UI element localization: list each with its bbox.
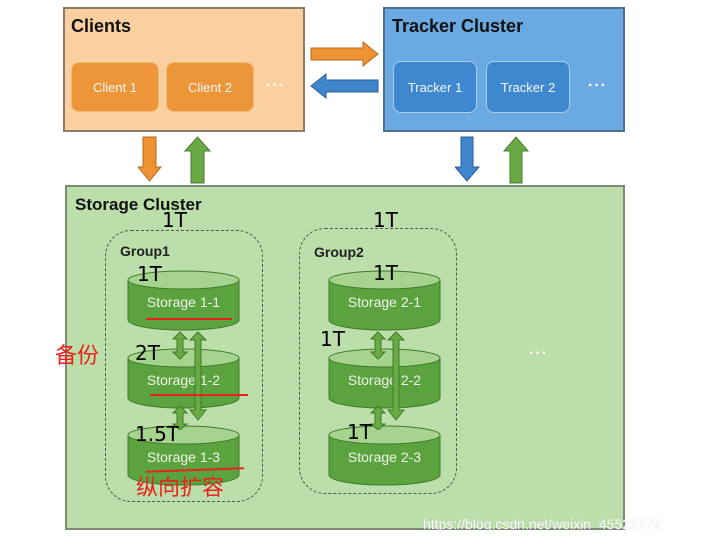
- storage-label: Storage 2-1: [347, 294, 422, 310]
- cylinder-icon: [328, 425, 441, 486]
- storage-1-2-capacity: 2T: [135, 341, 160, 365]
- storage-2-1: Storage 2-1: [328, 270, 441, 332]
- backup-annotation: 备份: [55, 344, 100, 369]
- arrow-tracker-to-clients: [310, 72, 379, 100]
- clients-storage-arrows: [138, 136, 212, 184]
- client-node-2: Client 2: [166, 62, 254, 112]
- underline-storage-1-1: [146, 318, 232, 320]
- tracker-storage-arrows: [455, 136, 530, 184]
- tracker-cluster-title: Tracker Cluster: [392, 16, 524, 36]
- client-node-1: Client 1: [71, 62, 159, 112]
- group-2-label: Group2: [314, 244, 364, 260]
- storage-2-1-capacity: 1T: [373, 261, 398, 285]
- storage-2-3: Storage 2-3: [328, 425, 441, 487]
- double-arrow-1-1-to-1-3: [188, 331, 208, 421]
- double-arrow-1-2-to-1-3: [171, 405, 189, 430]
- storage-2-2-capacity: 1T: [320, 327, 345, 351]
- double-arrow-2-2-to-2-3: [369, 405, 387, 430]
- group-2-sync-arrows: [369, 331, 406, 430]
- storage-1-2: Storage 1-2: [127, 348, 240, 410]
- clients-more-ellipsis: ···: [266, 77, 285, 94]
- tracker-cluster-panel: Tracker Cluster Tracker 1 Tracker 2 ···: [383, 7, 625, 132]
- arrow-clients-to-tracker: [310, 40, 379, 68]
- clients-panel: Clients Client 1 Client 2 ···: [63, 7, 305, 132]
- storage-label: Storage 1-2: [146, 372, 221, 388]
- arrow-clients-to-storage: [138, 136, 163, 182]
- arrow-storage-to-tracker: [502, 136, 530, 184]
- cylinder-icon: [328, 348, 441, 409]
- arrow-tracker-to-storage: [455, 136, 481, 182]
- storage-2-3-capacity: 1T: [347, 420, 372, 444]
- group-1-sync-arrows: [171, 331, 208, 430]
- clients-title: Clients: [71, 16, 132, 36]
- storage-more-ellipsis: ···: [529, 345, 548, 362]
- storage-1-3-capacity: 1.5T: [135, 422, 180, 446]
- storage-label: Storage 2-3: [347, 449, 422, 465]
- double-arrow-2-1-to-2-3: [386, 331, 406, 421]
- tracker-node-1: Tracker 1: [393, 61, 477, 113]
- tracker-node-2: Tracker 2: [486, 61, 570, 113]
- group-2: Group2: [299, 228, 457, 494]
- group-1-capacity: 1T: [162, 208, 187, 232]
- tracker-more-ellipsis: ···: [588, 77, 607, 94]
- cylinder-icon: [127, 425, 240, 486]
- clients-tracker-arrows: [310, 40, 379, 100]
- storage-label: Storage 2-2: [347, 372, 422, 388]
- storage-cluster-title: Storage Cluster: [75, 195, 202, 214]
- group-1-label: Group1: [120, 243, 170, 259]
- double-arrow-1-1-to-1-2: [171, 331, 189, 360]
- cylinder-icon: [127, 348, 240, 409]
- storage-label: Storage 1-1: [146, 294, 221, 310]
- storage-2-2: Storage 2-2: [328, 348, 441, 410]
- storage-1-1-capacity: 1T: [137, 262, 162, 286]
- watermark-url: https://blog.csdn.net/weixin_45525272: [423, 516, 662, 532]
- cylinder-icon: [328, 270, 441, 331]
- underline-storage-1-2: [150, 394, 248, 396]
- cylinder-icon: [127, 270, 240, 331]
- storage-1-3: Storage 1-3: [127, 425, 240, 487]
- group-2-capacity: 1T: [373, 208, 398, 232]
- double-arrow-2-1-to-2-2: [369, 331, 387, 360]
- arrow-storage-to-clients: [183, 136, 212, 184]
- group-1: Group1: [105, 230, 263, 502]
- storage-label: Storage 1-3: [146, 449, 221, 465]
- storage-1-1: Storage 1-1: [127, 270, 240, 332]
- vertical-scaling-annotation: 纵向扩容: [136, 476, 225, 501]
